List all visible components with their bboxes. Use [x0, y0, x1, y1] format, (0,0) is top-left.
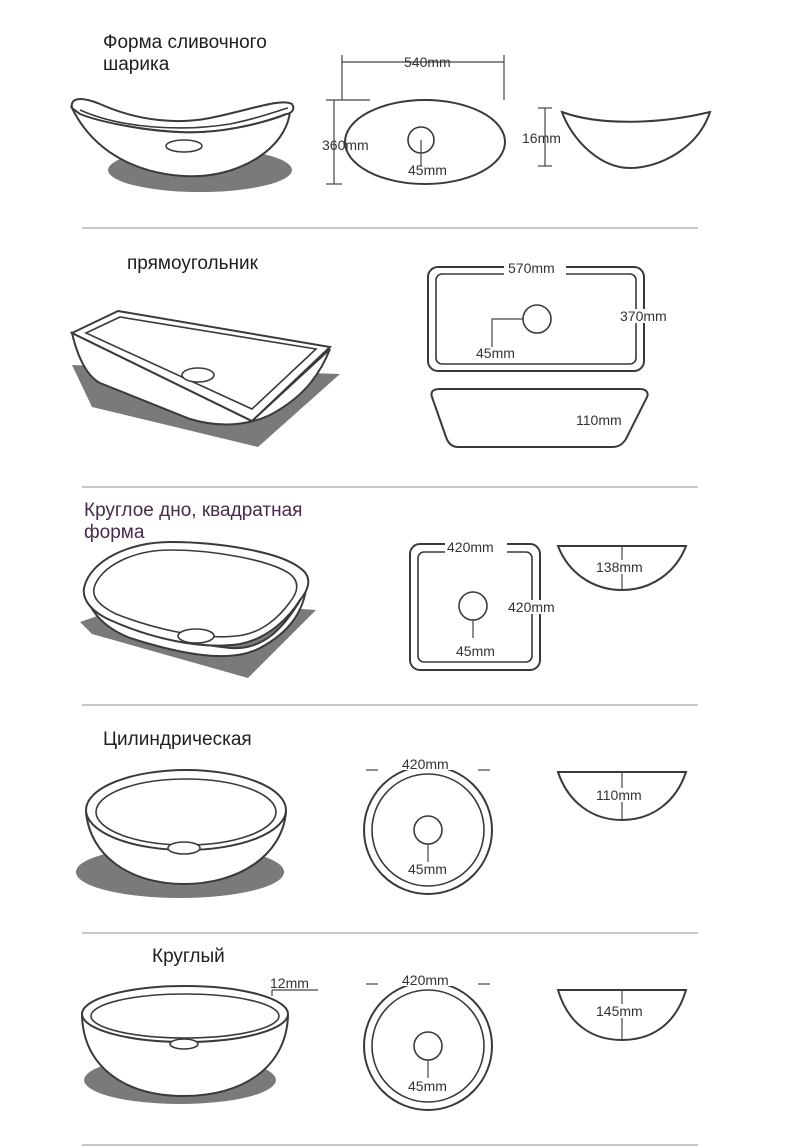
- cream-ball-drain-label: 45mm: [408, 162, 447, 178]
- rectangle-width-label: 370mm: [620, 308, 667, 324]
- section-round: Круглый 12mm 420mm 45mm 145: [0, 934, 800, 1148]
- rectangle-top-view: [427, 266, 645, 372]
- rectangle-side-view: [430, 388, 649, 448]
- round-drain-label: 45mm: [408, 1078, 447, 1094]
- section-round-bottom-square: Круглое дно, квадратная форма 420mm 420m…: [0, 488, 800, 704]
- round-bottom-square-3d-view: [80, 540, 316, 678]
- round-bottom-square-drain-label: 45mm: [456, 643, 495, 659]
- section-title-round: Круглый: [152, 946, 225, 967]
- rectangle-length-label: 570mm: [508, 260, 555, 276]
- round-top-view: [363, 981, 493, 1111]
- round-rim-label: 12mm: [270, 975, 309, 991]
- divider-3: [82, 704, 698, 706]
- rectangle-3d-view: [69, 309, 340, 447]
- cylindrical-top-view: [363, 765, 493, 895]
- divider-2: [82, 486, 698, 488]
- round-bottom-square-height-bg: [594, 560, 652, 574]
- round-height-label: 145mm: [596, 1003, 643, 1019]
- rectangle-drawings: 570mm 370mm 45mm 110mm: [69, 260, 680, 448]
- divider-4: [82, 932, 698, 934]
- rectangle-drain-label: 45mm: [476, 345, 515, 361]
- cream-ball-drawings: 540mm 360mm 45mm 16mm: [69, 54, 712, 192]
- cream-ball-top-view: [326, 55, 506, 185]
- section-rectangle: прямоугольник 570mm 370mm 45mm 110mm: [0, 229, 800, 487]
- round-height-bg: [594, 1004, 652, 1018]
- cream-ball-side-view: [538, 107, 712, 170]
- cream-ball-height-label: 16mm: [522, 130, 561, 146]
- cream-ball-width-label: 360mm: [322, 137, 369, 153]
- round-bottom-square-height-label: 138mm: [596, 559, 643, 575]
- round-bottom-square-length-label: 420mm: [447, 539, 494, 555]
- divider-5: [82, 1144, 698, 1146]
- round-drawings: 12mm 420mm 45mm 145mm: [80, 972, 688, 1111]
- round-diameter-label: 420mm: [402, 972, 449, 988]
- section-title-rectangle: прямоугольник: [127, 253, 258, 274]
- cream-ball-length-label: 540mm: [404, 54, 451, 70]
- cream-ball-3d-view: [69, 98, 295, 192]
- round-bottom-square-drawings: 420mm 420mm 45mm 138mm: [80, 539, 688, 678]
- round-3d-view: [80, 985, 318, 1104]
- section-cylindrical: Цилиндрическая 420mm 45mm 110mm: [0, 706, 800, 932]
- cylindrical-height-label: 110mm: [596, 787, 642, 803]
- section-title-cylindrical: Цилиндрическая: [103, 729, 252, 750]
- round-bottom-square-width-label: 420mm: [508, 599, 555, 615]
- rectangle-width-bg: [618, 309, 680, 323]
- rectangle-height-label: 110mm: [576, 412, 622, 428]
- round-bottom-square-width-bg: [510, 600, 566, 614]
- round-bottom-square-length-bg: [445, 540, 507, 554]
- section-cream-ball: Форма сливочного шарика 540mm 360mm 45mm: [0, 0, 800, 228]
- rectangle-length-bg: [504, 261, 566, 275]
- cylindrical-3d-view: [76, 769, 288, 898]
- cylindrical-drawings: 420mm 45mm 110mm: [76, 756, 688, 898]
- cylindrical-height-bg: [594, 788, 652, 802]
- section-title-round-bottom-square: Круглое дно, квадратная форма: [84, 500, 303, 543]
- cylindrical-drain-label: 45mm: [408, 861, 447, 877]
- cylindrical-diameter-label: 420mm: [402, 756, 449, 772]
- cylindrical-diameter-bg: [398, 756, 460, 770]
- section-title-cream-ball: Форма сливочного шарика: [103, 32, 267, 75]
- divider-1: [82, 227, 698, 229]
- round-diameter-bg: [398, 972, 460, 986]
